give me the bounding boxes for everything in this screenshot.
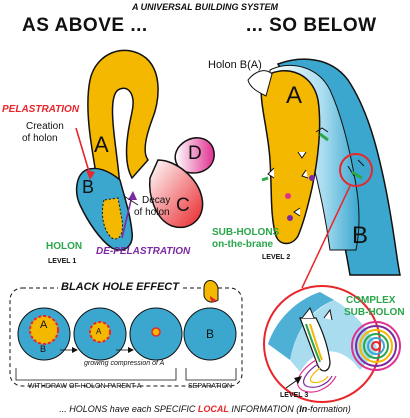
- holon-inner-finger: [101, 197, 123, 240]
- pelastration-label: PELASTRATION: [2, 104, 80, 115]
- de-pelastration-arrow: [121, 195, 133, 239]
- stage-1: [17, 307, 71, 361]
- right-heading: ... SO BELOW: [246, 15, 377, 36]
- stage-1-letter-b: B: [40, 344, 47, 354]
- footer-mid: INFORMATION (: [228, 404, 300, 414]
- left-heading: AS ABOVE ...: [22, 15, 148, 36]
- complex-subholon-label-1: COMPLEX: [346, 295, 396, 306]
- pelastration-arrow: [75, 127, 91, 176]
- creation-label-2: of holon: [22, 133, 58, 144]
- letter-d: D: [188, 143, 202, 164]
- holon-label: HOLON: [46, 241, 83, 252]
- decay-label-1: Decay: [142, 195, 171, 206]
- stage-3: [129, 307, 183, 361]
- subholons-label-2: on-the-brane: [212, 239, 274, 250]
- holon-a-inner: [260, 70, 321, 245]
- footer-caption: ... HOLONS have each SPECIFIC LOCAL INFO…: [0, 405, 410, 414]
- black-hole-frame: [9, 287, 243, 387]
- complex-subholon-label-2: SUB-HOLON: [344, 307, 405, 318]
- stage-4: [183, 307, 237, 361]
- subholons-label-1: SUB-HOLONS: [212, 227, 280, 238]
- letter-b-left: B: [82, 177, 95, 197]
- level-1-label: LEVEL 1: [48, 258, 77, 265]
- holon-b-label: Holon B(A): [208, 59, 262, 71]
- stage-2: [73, 307, 127, 361]
- stage-2-letter-a: A: [96, 327, 102, 336]
- stage-4-letter-b: B: [206, 327, 215, 341]
- withdraw-label: WITHDRAW OF HOLON PARENT A: [28, 383, 142, 390]
- letter-c: C: [176, 195, 190, 216]
- sub-holon-markers: [261, 127, 329, 221]
- level-3-label: LEVEL 3: [280, 392, 309, 399]
- creation-label-1: Creation: [26, 121, 64, 132]
- decay-label-2: of holon: [134, 207, 170, 218]
- stage-1-letter-a: A: [40, 319, 48, 331]
- letter-b-right: B: [352, 222, 369, 249]
- footer-post: -formation): [307, 404, 351, 414]
- zoom-circle-small: [339, 153, 373, 187]
- letter-a-right: A: [286, 82, 303, 109]
- holon-a-arch: [87, 49, 159, 207]
- letter-a-left: A: [94, 132, 109, 157]
- footer-in: In: [299, 404, 308, 414]
- growing-compression-label: growing compression of A: [84, 360, 165, 367]
- black-hole-effect-label: BLACK HOLE EFFECT: [58, 282, 182, 293]
- lobe-c: [148, 159, 204, 229]
- de-pelastration-label: DE-PELASTRATION: [96, 246, 191, 257]
- complex-subholon-rings: [351, 321, 401, 371]
- separation-label: SEPARATION: [188, 383, 233, 390]
- footer-pre: ... HOLONS have each SPECIFIC: [59, 404, 198, 414]
- lobe-d: [174, 137, 215, 174]
- level-2-label: LEVEL 2: [262, 254, 291, 261]
- small-a-icon: [203, 280, 219, 303]
- page-title: A UNIVERSAL BUILDING SYSTEM: [131, 2, 278, 12]
- footer-local: LOCAL: [197, 404, 229, 414]
